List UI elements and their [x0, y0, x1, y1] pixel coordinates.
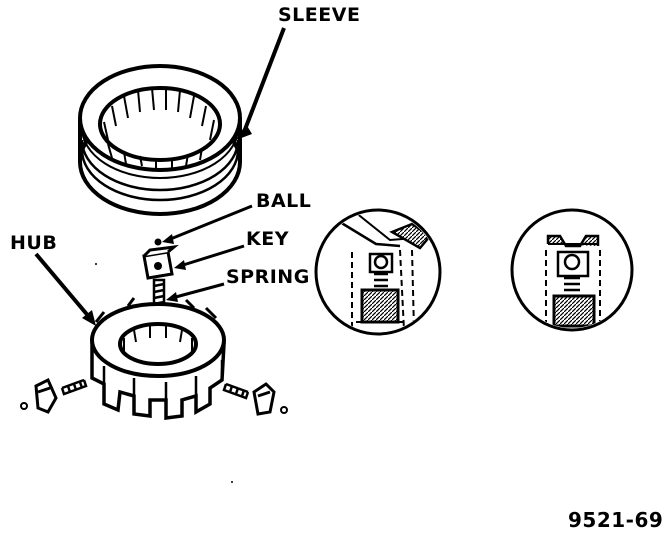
spring-leader	[171, 282, 225, 300]
label-sleeve: SLEEVE	[278, 4, 361, 26]
label-ball: BALL	[256, 190, 312, 212]
loose-spring-left	[60, 378, 88, 396]
sleeve-ring	[78, 64, 242, 216]
figure-number: 9521-69	[568, 508, 664, 532]
loose-spring-right	[222, 382, 250, 400]
hub-leader	[34, 252, 92, 320]
hub-gear	[90, 297, 226, 420]
label-spring: SPRING	[226, 266, 310, 288]
loose-key-left	[34, 377, 58, 414]
loose-ball-left	[20, 402, 28, 410]
sleeve-leader	[242, 27, 286, 133]
label-key: KEY	[246, 228, 289, 250]
ball-leader	[167, 204, 253, 242]
loose-ball-right	[280, 406, 288, 414]
detail-view-disengaged	[314, 208, 442, 336]
loose-key-right	[252, 382, 276, 416]
detail-view-engaged	[510, 208, 634, 332]
ball	[154, 238, 162, 246]
key-block	[142, 244, 179, 280]
label-hub: HUB	[10, 232, 58, 254]
key-leader	[179, 244, 245, 268]
